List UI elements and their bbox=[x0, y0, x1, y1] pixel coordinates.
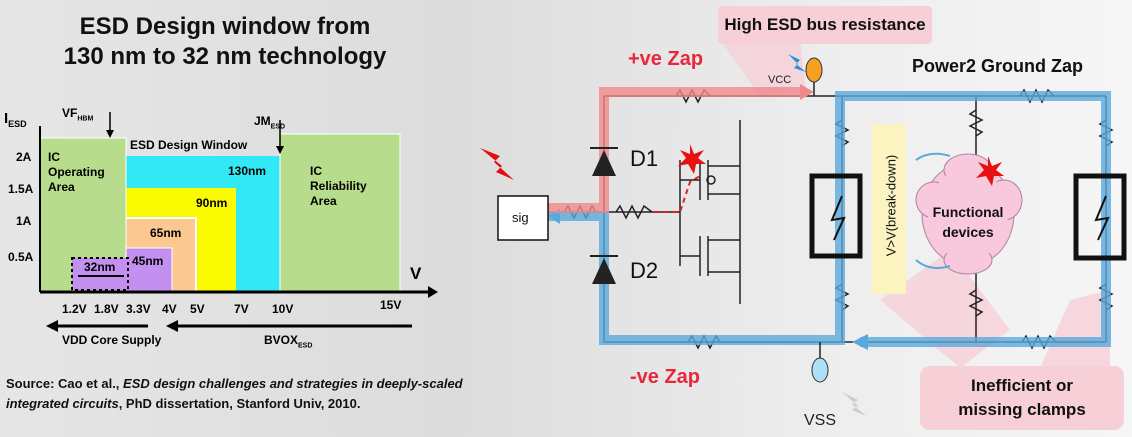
vcc-label: VCC bbox=[768, 74, 792, 86]
x-tick: 1.2V bbox=[62, 302, 87, 316]
circuit-wires bbox=[548, 95, 1107, 343]
power-to-ground-zap-label: Power2 Ground Zap bbox=[912, 56, 1084, 76]
design-window-label: ESD Design Window bbox=[130, 138, 248, 152]
high-esd-pointer bbox=[720, 40, 806, 96]
bvox-label: BVOXESD bbox=[264, 333, 313, 350]
negative-zap-path bbox=[548, 91, 1111, 347]
y-tick-2a: 2A bbox=[16, 150, 32, 164]
x-tick: 15V bbox=[380, 298, 402, 312]
lightning-icon-vss bbox=[842, 392, 866, 416]
vf-hbm-label: VFHBM bbox=[62, 106, 94, 123]
spark-icon bbox=[678, 144, 1004, 186]
negative-zap-label: -ve Zap bbox=[630, 366, 701, 388]
d1-label: D1 bbox=[630, 146, 659, 171]
x-tick: 1.8V bbox=[94, 302, 119, 316]
x-tick: 5V bbox=[190, 302, 205, 316]
y-tick-0.5a: 0.5A bbox=[8, 250, 34, 264]
diode-d2 bbox=[590, 255, 618, 284]
label-32nm: 32nm bbox=[84, 260, 116, 274]
x-tick: 10V bbox=[272, 302, 294, 316]
jm-esd-label: JMESD bbox=[254, 114, 286, 131]
inefficient-pointer-2 bbox=[1040, 290, 1110, 368]
mosfets bbox=[680, 160, 740, 276]
x-tick: 3.3V bbox=[126, 302, 151, 316]
d2-label: D2 bbox=[630, 258, 659, 283]
title-line-2: 130 nm to 32 nm technology bbox=[63, 43, 387, 70]
lightning-icon-vcc bbox=[788, 54, 806, 72]
vcc-terminal bbox=[805, 57, 823, 83]
label-65nm: 65nm bbox=[150, 226, 182, 240]
positive-zap-label: +ve Zap bbox=[628, 48, 704, 70]
diagram-title: ESD Design window from 130 nm to 32 nm t… bbox=[40, 12, 410, 72]
label-130nm: 130nm bbox=[228, 164, 267, 178]
x-tick: 7V bbox=[234, 302, 249, 316]
breakdown-box bbox=[872, 124, 906, 294]
clamp-left bbox=[809, 173, 863, 259]
y-tick-1.5a: 1.5A bbox=[8, 182, 34, 196]
breakdown-label: V>V(break-down) bbox=[883, 154, 899, 257]
high-esd-bus-callout: High ESD bus resistance bbox=[718, 6, 932, 44]
x-tick: 4V bbox=[162, 302, 177, 316]
title-line-1: ESD Design window from bbox=[79, 13, 371, 40]
y-axis-label: IESD bbox=[4, 110, 27, 129]
clamp-right bbox=[1073, 173, 1127, 261]
positive-zap-path bbox=[548, 87, 806, 213]
sig-box bbox=[497, 195, 549, 241]
box-32nm bbox=[71, 257, 129, 291]
y-tick-1a: 1A bbox=[16, 214, 32, 228]
diode-d1 bbox=[590, 147, 618, 176]
ic-reliability-area bbox=[279, 133, 401, 293]
x-axis-label: V bbox=[410, 264, 422, 283]
lightning-icon bbox=[480, 148, 514, 180]
source-citation: Source: Cao et al., ESD design challenge… bbox=[6, 376, 463, 411]
functional-devices-cloud bbox=[915, 153, 1023, 275]
label-45nm: 45nm bbox=[132, 254, 164, 268]
vss-terminal bbox=[811, 357, 829, 383]
vdd-core-supply-label: VDD Core Supply bbox=[62, 333, 162, 347]
sig-label: sig bbox=[512, 210, 529, 225]
vss-label: VSS bbox=[804, 412, 837, 429]
label-90nm: 90nm bbox=[196, 196, 228, 210]
